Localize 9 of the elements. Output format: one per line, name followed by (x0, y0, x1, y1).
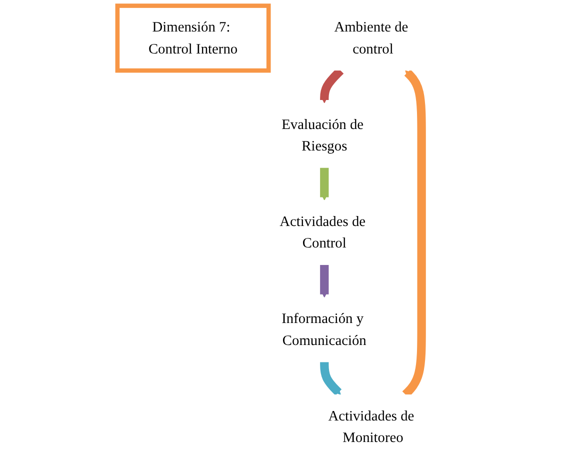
node-text: Actividades de Control (280, 214, 366, 252)
node-text: Actividades de Monitoreo (328, 408, 414, 446)
arrow (320, 263, 329, 298)
node-box: Dimensión 7: Control Interno (115, 4, 271, 73)
arrow (320, 166, 329, 200)
arrow (320, 360, 342, 396)
node-text: Ambiente de control (334, 19, 408, 57)
node-text: Información y Comunicación (282, 310, 366, 348)
node-text: Evaluación de Riesgos (282, 116, 364, 154)
